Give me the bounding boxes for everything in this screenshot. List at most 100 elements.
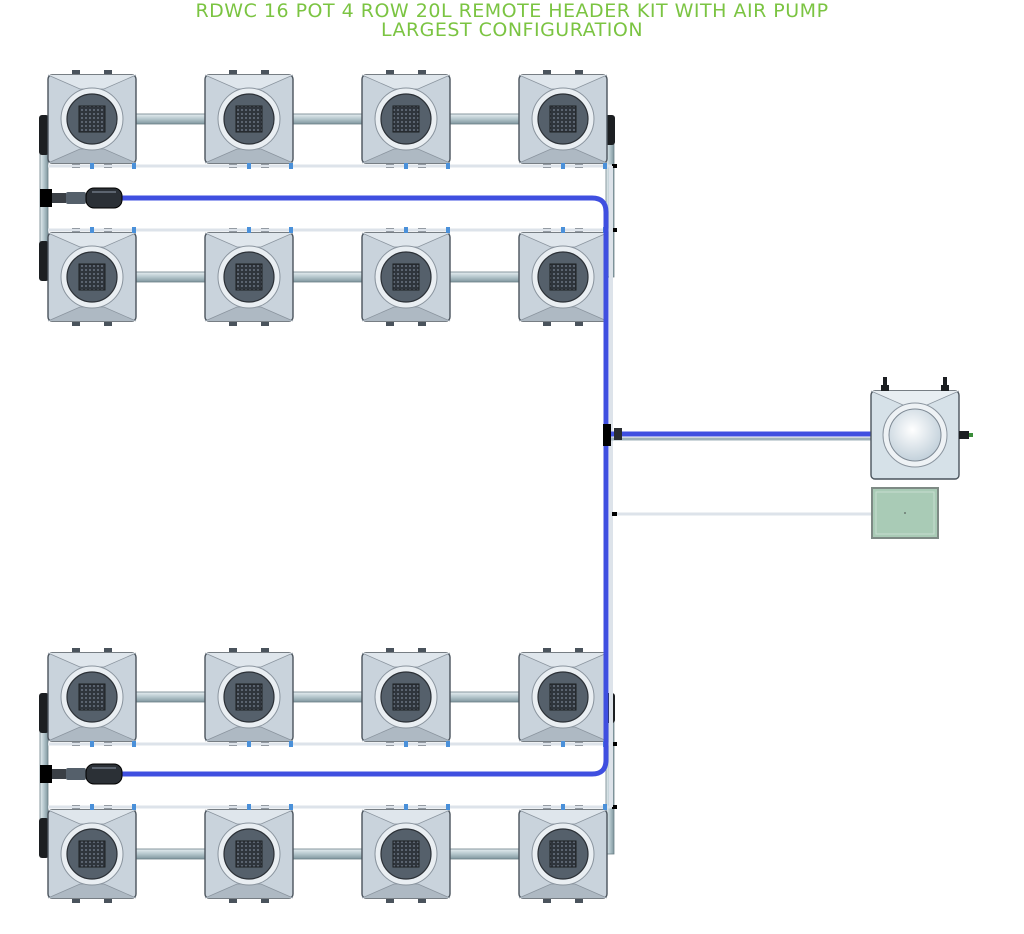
air-connector xyxy=(40,765,52,783)
pot-mesh-basket xyxy=(549,840,577,868)
pot-tab xyxy=(386,648,394,652)
header-tee-outlet xyxy=(614,428,622,440)
pot-14 xyxy=(204,805,294,903)
pot-8 xyxy=(518,228,608,326)
pot-tab xyxy=(104,322,112,326)
pot-grid xyxy=(47,70,608,903)
return-line-end xyxy=(612,742,617,746)
return-line-end xyxy=(612,228,617,232)
pot-tab xyxy=(543,70,551,74)
return-line-fitting xyxy=(132,163,136,169)
return-line-fitting xyxy=(603,804,607,810)
pot-mesh-basket xyxy=(392,683,420,711)
return-line-fitting xyxy=(404,227,408,233)
pot-tab xyxy=(418,648,426,652)
return-junction xyxy=(612,512,617,516)
return-line-fitting xyxy=(289,163,293,169)
return-line-fitting xyxy=(247,227,251,233)
air-line-bottom xyxy=(120,440,609,777)
header-tee xyxy=(603,424,611,446)
header-reservoir xyxy=(870,377,973,480)
return-line-fitting xyxy=(404,804,408,810)
return-line-fitting xyxy=(446,227,450,233)
pot-10 xyxy=(204,648,294,746)
pot-mesh-basket xyxy=(549,105,577,133)
side-pipe-bend xyxy=(39,241,49,281)
pot-tab xyxy=(543,899,551,903)
return-line-fitting xyxy=(561,804,565,810)
air-valve-body xyxy=(66,192,86,204)
return-line-fitting xyxy=(289,227,293,233)
air-line-top xyxy=(120,195,609,428)
return-line-fitting xyxy=(90,741,94,747)
pot-12 xyxy=(518,648,608,746)
return-line-fitting xyxy=(289,741,293,747)
reservoir-post-base xyxy=(881,385,889,391)
tubing-lines xyxy=(40,163,875,810)
pot-tab xyxy=(386,322,394,326)
air-connector-stem xyxy=(52,193,66,203)
row-pipe xyxy=(91,113,564,125)
pot-6 xyxy=(204,228,294,326)
pot-mesh-basket xyxy=(78,683,106,711)
reservoir-post xyxy=(883,377,887,391)
return-line-fitting xyxy=(132,741,136,747)
reservoir-outlet xyxy=(959,431,969,439)
return-line-fitting xyxy=(247,804,251,810)
return-line-fitting xyxy=(132,804,136,810)
pot-mesh-basket xyxy=(392,840,420,868)
pot-mesh-basket xyxy=(235,105,263,133)
pot-mesh-basket xyxy=(235,840,263,868)
return-line-fitting xyxy=(561,741,565,747)
pot-tab xyxy=(72,322,80,326)
return-line-fitting xyxy=(446,163,450,169)
row-pipe xyxy=(91,271,564,283)
pot-mesh-basket xyxy=(78,105,106,133)
return-line-fitting xyxy=(446,804,450,810)
air-valve-head xyxy=(85,187,123,209)
pot-tab xyxy=(543,322,551,326)
pot-11 xyxy=(361,648,451,746)
pot-tab xyxy=(418,899,426,903)
air-pump-panel xyxy=(875,491,935,535)
return-line-fitting xyxy=(90,227,94,233)
air-valve-body xyxy=(66,768,86,780)
pot-3 xyxy=(361,70,451,168)
return-line-fitting xyxy=(603,163,607,169)
pot-tab xyxy=(386,899,394,903)
pot-mesh-basket xyxy=(392,263,420,291)
pot-4 xyxy=(518,70,608,168)
pot-tab xyxy=(575,648,583,652)
return-line-fitting xyxy=(289,804,293,810)
return-line-fitting xyxy=(561,163,565,169)
row-pipe xyxy=(91,691,564,703)
remote-equipment xyxy=(870,377,973,539)
pot-2 xyxy=(204,70,294,168)
return-line-end xyxy=(612,805,617,809)
pot-tab xyxy=(386,70,394,74)
air-pump-indicator xyxy=(904,512,906,514)
pot-mesh-basket xyxy=(549,263,577,291)
pot-1 xyxy=(47,70,137,168)
pot-tab xyxy=(575,322,583,326)
title-line-2: LARGEST CONFIGURATION xyxy=(380,19,644,41)
pot-mesh-basket xyxy=(78,263,106,291)
reservoir-outlet-tip xyxy=(969,433,973,437)
pot-tab xyxy=(261,322,269,326)
pot-16 xyxy=(518,805,608,903)
pot-tab xyxy=(261,70,269,74)
pot-tab xyxy=(543,648,551,652)
pot-tab xyxy=(418,70,426,74)
air-valve-head xyxy=(85,763,123,785)
reservoir-post xyxy=(943,377,947,391)
pot-mesh-basket xyxy=(235,683,263,711)
pot-tab xyxy=(575,70,583,74)
pot-tab xyxy=(104,899,112,903)
pot-tab xyxy=(72,70,80,74)
pot-mesh-basket xyxy=(235,263,263,291)
pot-tab xyxy=(261,648,269,652)
return-line-end xyxy=(612,164,617,168)
reservoir-lid xyxy=(888,408,942,462)
air-connector xyxy=(40,189,52,207)
